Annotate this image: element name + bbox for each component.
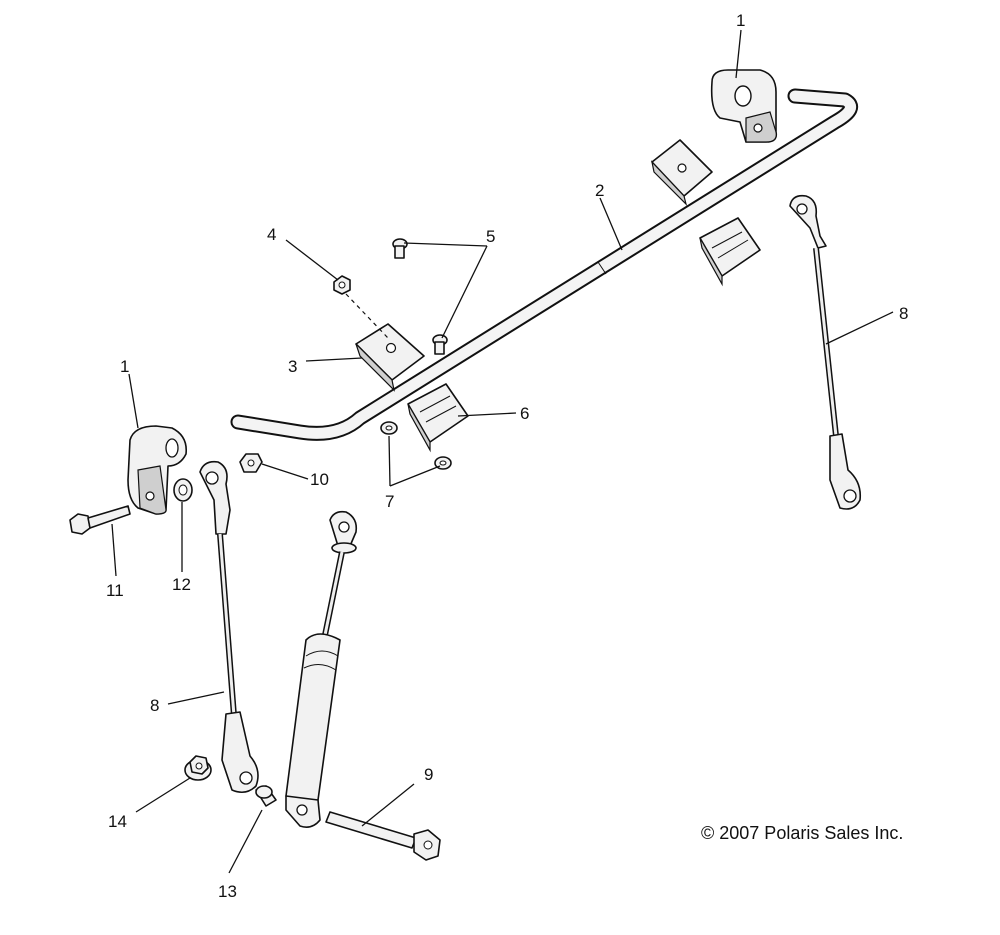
bar-bushing-left	[407, 383, 469, 453]
callout-6: 6	[520, 404, 529, 423]
callout-8-right: 8	[899, 304, 908, 323]
callout-1-top: 1	[736, 11, 745, 30]
bar-clamp-lower	[355, 323, 425, 392]
bar-bushing-right	[699, 217, 761, 287]
stabilizer-bar	[230, 88, 858, 441]
callout-9: 9	[424, 765, 433, 784]
callout-12: 12	[172, 575, 191, 594]
bushing-bracket-top	[710, 69, 778, 143]
clamp-screw-lower	[432, 334, 448, 355]
washer-12	[173, 478, 193, 502]
callout-13: 13	[218, 882, 237, 901]
callout-1-left: 1	[120, 357, 129, 376]
shock-absorber	[285, 510, 358, 828]
clamp-nut	[333, 275, 389, 339]
flange-bolt-11	[69, 505, 131, 535]
callout-3: 3	[288, 357, 297, 376]
shock-bolt-9	[325, 811, 441, 861]
callout-4: 4	[267, 225, 276, 244]
callout-10: 10	[310, 470, 329, 489]
copyright-notice: © 2007 Polaris Sales Inc.	[701, 823, 903, 843]
bar-clamp-upper	[651, 139, 713, 206]
leader-lines	[111, 29, 894, 874]
callout-5: 5	[486, 227, 495, 246]
lock-nut-10	[239, 453, 263, 473]
spacer-13	[255, 785, 277, 807]
callout-2: 2	[595, 181, 604, 200]
callout-11: 11	[106, 581, 124, 600]
clamp-screw-upper	[392, 238, 408, 259]
washer-pair	[380, 421, 452, 470]
bushing-bracket-left	[127, 425, 188, 515]
link-rod-left	[199, 460, 259, 794]
callout-14: 14	[108, 812, 127, 831]
callout-labels: 1 2 3 4 5 6 7 8 8 9 10 11 12 13 14 1	[106, 11, 908, 901]
flange-nut-14	[184, 755, 212, 781]
callout-7: 7	[385, 492, 394, 511]
callout-8-left: 8	[150, 696, 159, 715]
link-rod-right	[789, 194, 862, 510]
